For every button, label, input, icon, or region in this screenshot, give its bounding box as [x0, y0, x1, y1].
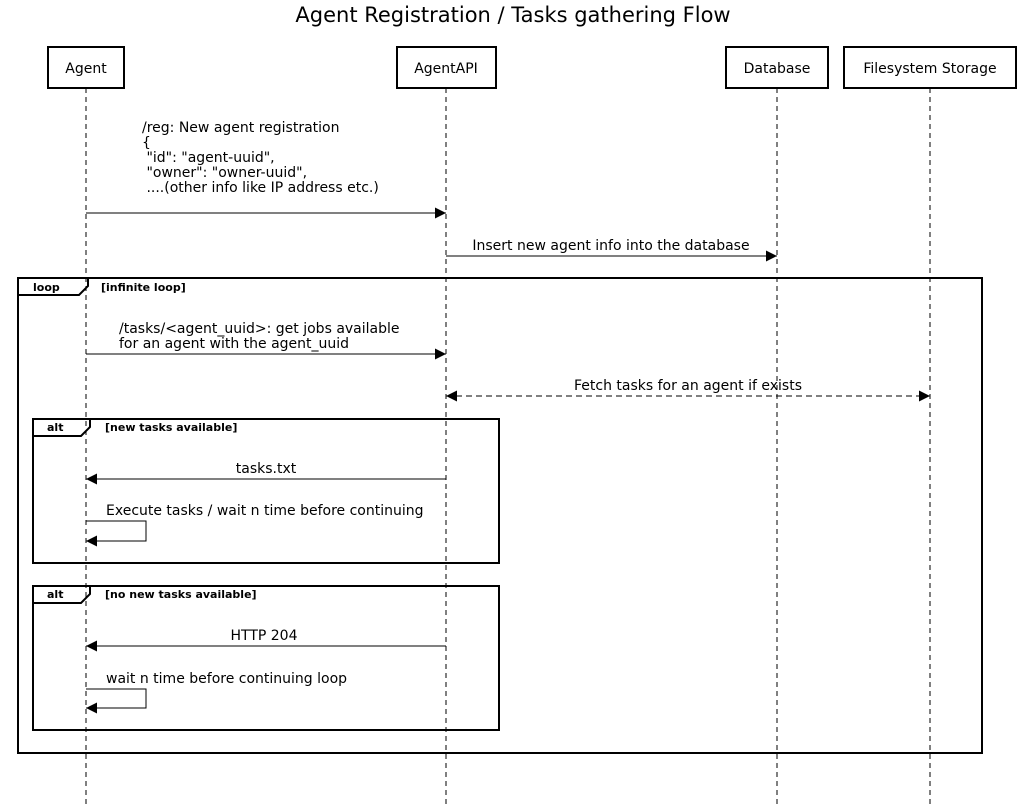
participant-label: Agent	[65, 61, 107, 77]
participant-filesystem-storage: Filesystem Storage	[843, 46, 1017, 89]
message-label-line: for an agent with the agent_uuid	[119, 336, 349, 352]
message-label-line: Insert new agent info into the database	[472, 238, 749, 254]
message-label-line: tasks.txt	[236, 461, 297, 477]
participant-agentapi: AgentAPI	[396, 46, 497, 89]
message-tasks-request: /tasks/<agent_uuid>: get jobs available …	[86, 321, 446, 360]
message-label-line: wait n time before continuing loop	[106, 671, 347, 687]
fragment-guard: [new tasks available]	[105, 421, 237, 434]
message-label-line: Execute tasks / wait n time before conti…	[106, 503, 424, 519]
fragment-operator: loop	[33, 281, 60, 294]
message-label-line: /tasks/<agent_uuid>: get jobs available	[119, 321, 400, 337]
message-label-line: {	[142, 135, 151, 151]
message-label-line: ....(other info like IP address etc.)	[142, 180, 379, 196]
diagram-title: Agent Registration / Tasks gathering Flo…	[295, 3, 730, 27]
message-label-line: HTTP 204	[231, 628, 298, 644]
fragment-loop: loop [infinite loop]	[17, 277, 983, 754]
message-arrow	[86, 688, 147, 714]
message-label-line: /reg: New agent registration	[142, 120, 339, 136]
message-http-204: HTTP 204	[86, 628, 446, 652]
lifelines	[85, 88, 931, 807]
message-self-wait: wait n time before continuing loop	[86, 671, 347, 714]
message-tasks-response: tasks.txt	[86, 461, 446, 485]
fragment-alt-no-new-tasks: alt [no new tasks available]	[32, 585, 500, 731]
participant-agent: Agent	[47, 46, 125, 89]
fragment-operator: alt	[47, 588, 63, 601]
message-insert-database: Insert new agent info into the database	[446, 238, 777, 262]
message-label-line: Fetch tasks for an agent if exists	[574, 378, 802, 394]
fragment-operator: alt	[47, 421, 63, 434]
participant-label: AgentAPI	[414, 61, 478, 77]
message-label-line: "id": "agent-uuid",	[142, 150, 275, 166]
fragment-guard: [no new tasks available]	[105, 588, 257, 601]
message-fetch-tasks: Fetch tasks for an agent if exists	[446, 378, 930, 402]
participant-label: Database	[744, 61, 811, 77]
message-label-line: "owner": "owner-uuid",	[142, 165, 307, 181]
participant-label: Filesystem Storage	[863, 61, 996, 77]
fragment-alt-new-tasks: alt [new tasks available]	[32, 418, 500, 564]
message-agent-registration: /reg: New agent registration { "id": "ag…	[86, 120, 446, 219]
participant-database: Database	[725, 46, 829, 89]
message-self-execute: Execute tasks / wait n time before conti…	[86, 503, 424, 547]
fragment-guard: [infinite loop]	[101, 281, 186, 294]
message-arrow	[86, 520, 147, 547]
